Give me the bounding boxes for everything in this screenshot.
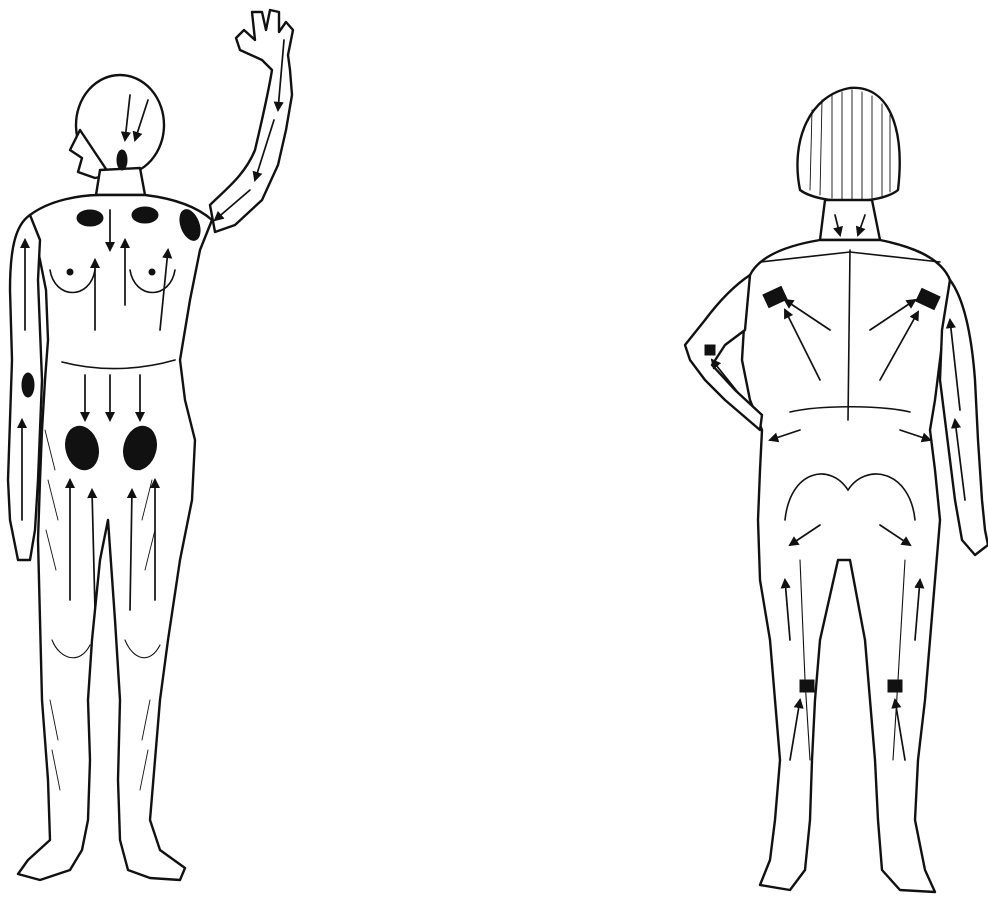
node-neck xyxy=(117,150,127,170)
back-right-arm xyxy=(940,280,988,555)
node-elbow xyxy=(22,373,34,397)
back-figure xyxy=(685,88,988,892)
node-sternal xyxy=(132,207,158,223)
node-axilla-left xyxy=(77,210,103,226)
front-raised-arm xyxy=(210,10,293,232)
front-figure xyxy=(8,10,293,880)
front-torso xyxy=(18,195,212,880)
back-hair xyxy=(797,88,899,201)
back-torso xyxy=(742,240,950,892)
